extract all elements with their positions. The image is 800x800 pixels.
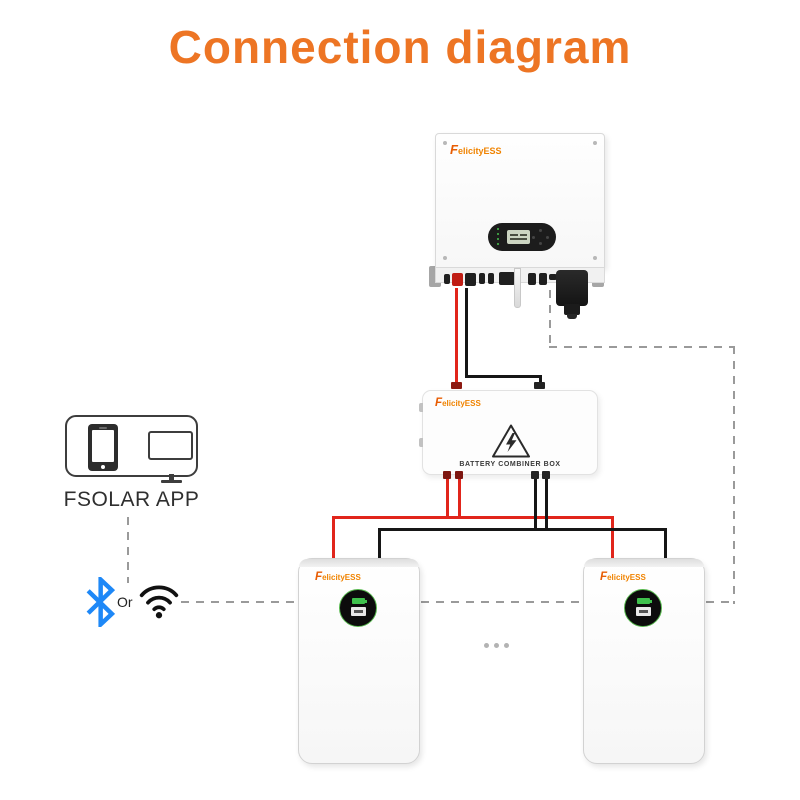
nav-right-button	[546, 235, 549, 239]
battery-wire-black-drop-right	[664, 528, 667, 560]
inverter-battery-port-positive	[452, 273, 463, 286]
inverter-display-panel	[488, 223, 556, 251]
page-title: Connection diagram	[168, 21, 632, 73]
more-batteries-ellipsis	[494, 643, 499, 648]
battery-wire-black-drop-left	[378, 528, 381, 560]
inverter-lcd-screen	[507, 230, 530, 244]
combiner-bottom-terminal-black-2	[542, 471, 550, 479]
screw-icon	[443, 141, 447, 145]
battery-wire-black-right-feed	[545, 478, 548, 531]
dc-wire-red-inverter	[455, 288, 458, 388]
battery-unit-right: FelicityESS	[583, 558, 705, 764]
battery-wire-red-bus	[332, 516, 614, 519]
inverter-pv-port	[488, 273, 494, 284]
combiner-bottom-terminal-red-1	[443, 471, 451, 479]
dc-wire-black-inverter-v	[465, 288, 468, 378]
inverter-port	[528, 273, 536, 285]
battery-lcd-screen	[351, 607, 366, 616]
wifi-icon	[139, 585, 179, 619]
comm-line-app-down	[127, 517, 129, 583]
wifi-antenna-stub	[514, 268, 521, 308]
combiner-bottom-terminal-black-1	[531, 471, 539, 479]
inverter-comm-port-small	[549, 274, 557, 280]
more-batteries-ellipsis	[504, 643, 509, 648]
battery-level-icon	[637, 598, 652, 604]
battery-wire-red-drop-left	[332, 516, 335, 560]
led-indicator-icon	[497, 228, 499, 230]
battery-combiner-box: FelicityESS BATTERY COMBINER BOX	[419, 390, 598, 475]
fsolar-app-devices	[65, 415, 198, 483]
screw-icon	[593, 141, 597, 145]
battery-display-panel	[339, 589, 377, 627]
monitor-icon	[148, 431, 193, 483]
combiner-label: BATTERY COMBINER BOX	[459, 461, 561, 468]
dc-wire-black-inverter-drop	[539, 375, 542, 388]
app-label: FSOLAR APP	[63, 488, 200, 511]
battery-wire-red-left-feed	[446, 478, 449, 518]
combiner-brand-logo: FelicityESS	[435, 396, 481, 409]
combiner-top-terminal-red	[451, 382, 462, 389]
nav-left-button	[532, 235, 535, 239]
combiner-bottom-terminal-red-2	[455, 471, 463, 479]
inverter-battery-port-negative	[465, 273, 476, 286]
led-indicator-icon	[497, 238, 499, 240]
inverter-pv-port	[479, 273, 485, 284]
inverter-ac-connector	[556, 270, 588, 306]
screw-icon	[593, 256, 597, 260]
battery-wire-black-left-feed	[534, 478, 537, 531]
comm-line-inverter-down	[549, 290, 551, 348]
nav-down-button	[539, 242, 542, 245]
bluetooth-icon	[86, 577, 116, 627]
battery-wire-red-right-feed	[458, 478, 461, 518]
inverter: FelicityESS	[435, 133, 605, 268]
led-indicator-icon	[497, 243, 499, 245]
led-indicator-icon	[497, 233, 499, 235]
more-batteries-ellipsis	[484, 643, 489, 648]
inverter-port	[539, 273, 547, 285]
combiner-side-tab	[419, 403, 423, 412]
dc-wire-black-inverter-h	[465, 375, 542, 378]
ac-connector-tip	[567, 314, 577, 319]
ac-connector-gland	[564, 304, 580, 315]
comm-line-inverter-right	[549, 346, 735, 348]
battery-unit-left: FelicityESS	[298, 558, 420, 764]
battery-level-icon	[352, 598, 367, 604]
battery-wire-red-drop-right	[611, 516, 614, 560]
inverter-comm-port	[499, 272, 515, 285]
battery-brand-logo: FelicityESS	[600, 570, 646, 583]
nav-up-button	[539, 229, 542, 232]
battery-display-panel	[624, 589, 662, 627]
combiner-side-tab	[419, 438, 423, 447]
battery-wire-black-bus	[378, 528, 667, 531]
battery-brand-logo: FelicityESS	[315, 570, 361, 583]
combiner-top-terminal-black	[534, 382, 545, 389]
inverter-brand-logo: FelicityESS	[450, 142, 502, 157]
or-label: Or	[117, 594, 133, 610]
screw-icon	[443, 256, 447, 260]
warning-triangle-icon	[492, 424, 530, 458]
inverter-port-small	[444, 274, 450, 284]
comm-line-wireless-horizontal	[181, 601, 734, 603]
comm-line-right-vertical	[733, 346, 735, 604]
battery-lcd-screen	[636, 607, 651, 616]
smartphone-icon	[88, 424, 118, 471]
